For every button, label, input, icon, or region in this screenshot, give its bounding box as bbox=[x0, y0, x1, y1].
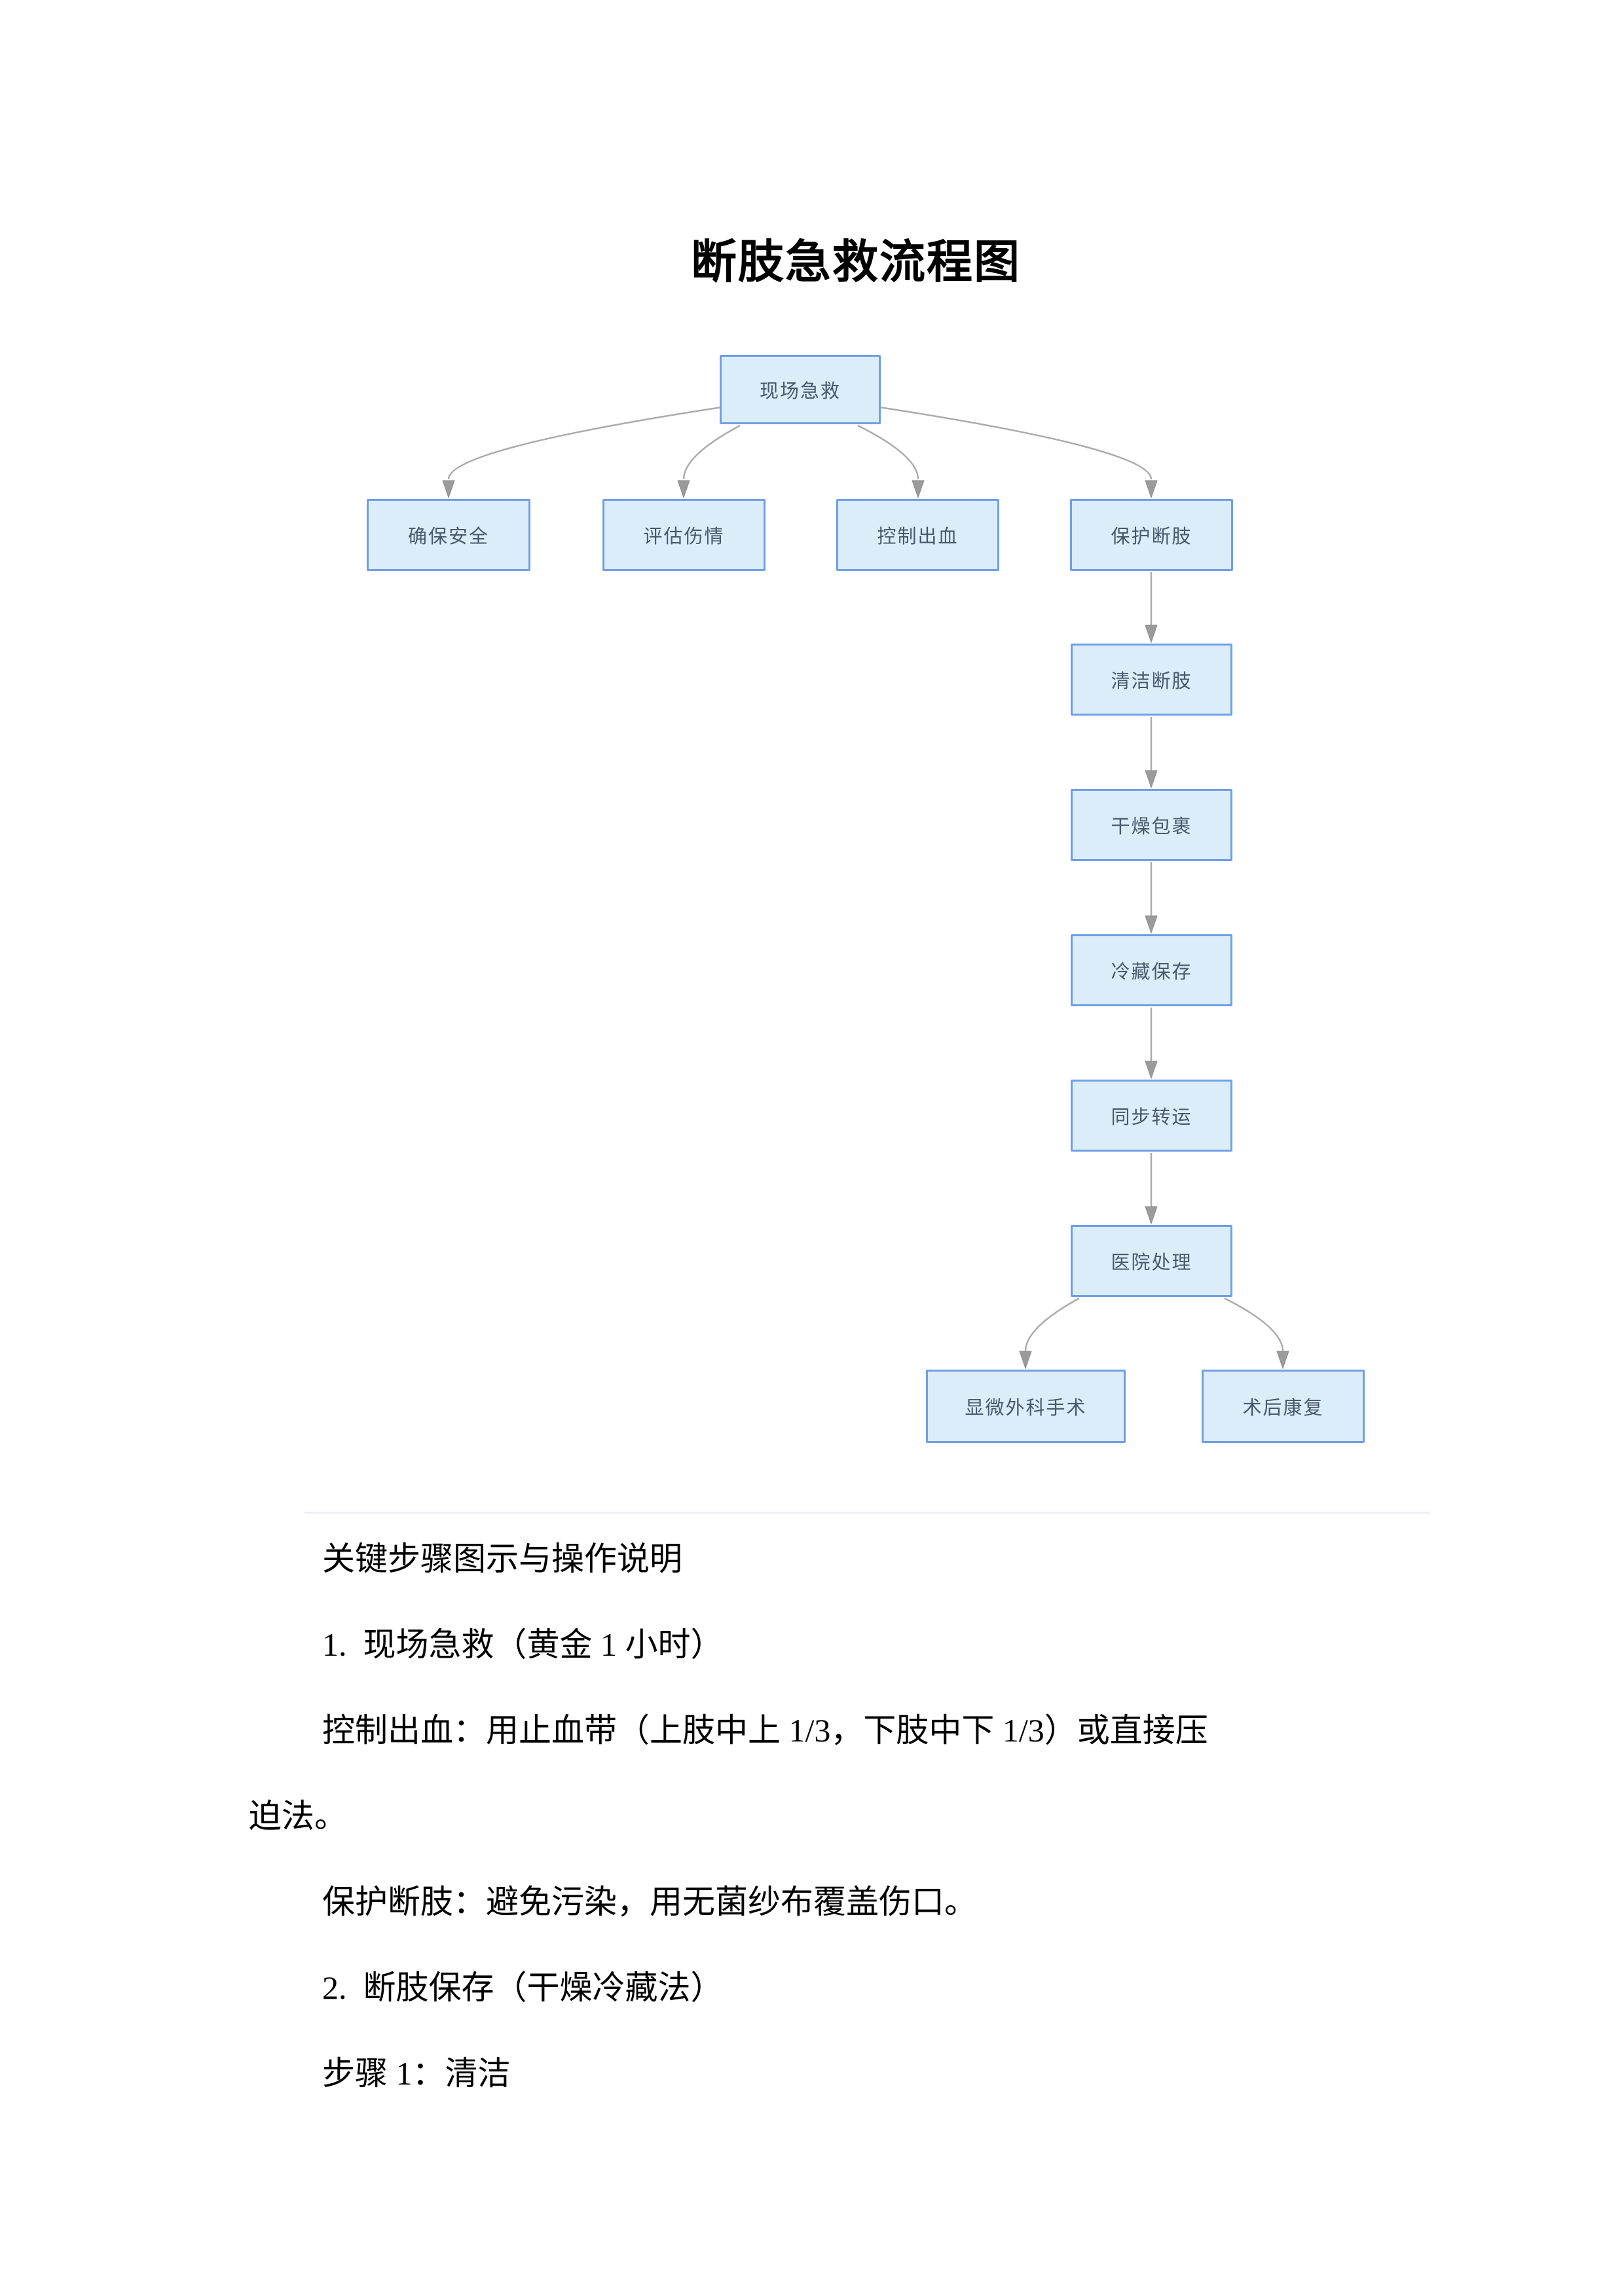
edge-arrowhead bbox=[912, 480, 925, 499]
edge-arrowhead bbox=[1019, 1351, 1032, 1370]
flow-node-control-bleeding: 控制出血 bbox=[836, 499, 999, 571]
flow-node-sync-transport: 同步转运 bbox=[1071, 1080, 1232, 1152]
flow-node-microsurgery: 显微外科手术 bbox=[926, 1370, 1126, 1443]
edge-arrowhead bbox=[1145, 480, 1158, 499]
flow-node-post-op-rehab: 术后康复 bbox=[1202, 1370, 1365, 1443]
edge-arrowhead bbox=[1145, 770, 1158, 789]
notes-section: 关键步骤图示与操作说明 1. 现场急救（黄金 1 小时） 控制出血：用止血带（上… bbox=[249, 1516, 1375, 2117]
body-text-line-step-1: 步骤 1：清洁 bbox=[322, 2055, 511, 2092]
body-text-line: 迫法。 bbox=[249, 1798, 347, 1834]
flow-node-hospital-treatment: 医院处理 bbox=[1071, 1225, 1232, 1297]
edge-arrowhead bbox=[1276, 1351, 1289, 1370]
edge-arrowhead bbox=[442, 480, 455, 499]
edge-onsite-to-assess-injury bbox=[682, 424, 741, 480]
flow-node-ensure-safety: 确保安全 bbox=[367, 499, 530, 571]
body-text-line: 控制出血：用止血带（上肢中上 1/3，下肢中下 1/3）或直接压 bbox=[322, 1712, 1208, 1749]
flowchart-edges bbox=[442, 406, 1289, 1370]
edge-arrowhead bbox=[1145, 1061, 1158, 1080]
section-divider bbox=[304, 1512, 1430, 1514]
edge-arrowhead bbox=[677, 480, 690, 499]
edge-hospital-to-rehab bbox=[1224, 1297, 1284, 1352]
body-text-line: 保护断肢：避免污染，用无菌纱布覆盖伤口。 bbox=[322, 1884, 977, 1920]
page-title: 断肢急救流程图 bbox=[691, 238, 1021, 288]
edge-arrowhead bbox=[1145, 625, 1158, 644]
flow-node-onsite-first-aid: 现场急救 bbox=[720, 355, 881, 424]
notes-heading: 关键步骤图示与操作说明 bbox=[322, 1540, 682, 1577]
edge-arrowhead bbox=[1145, 915, 1158, 934]
body-text-line-item-2: 2. 断肢保存（干燥冷藏法） bbox=[322, 1969, 724, 2006]
flow-node-dry-wrap: 干燥包裹 bbox=[1071, 789, 1232, 861]
body-text-line-item-1: 1. 现场急救（黄金 1 小时） bbox=[322, 1626, 724, 1663]
flow-node-cold-storage: 冷藏保存 bbox=[1071, 934, 1232, 1006]
edge-arrowhead bbox=[1145, 1206, 1158, 1225]
edge-onsite-to-ensure-safety bbox=[447, 406, 722, 480]
edge-onsite-to-protect-limb bbox=[879, 406, 1153, 480]
flow-node-protect-limb: 保护断肢 bbox=[1070, 499, 1233, 571]
edge-onsite-to-control-bleeding bbox=[857, 424, 919, 480]
edge-hospital-to-microsurgery bbox=[1024, 1297, 1080, 1352]
flow-node-clean-limb: 清洁断肢 bbox=[1071, 644, 1232, 716]
flow-node-assess-injury: 评估伤情 bbox=[602, 499, 766, 571]
